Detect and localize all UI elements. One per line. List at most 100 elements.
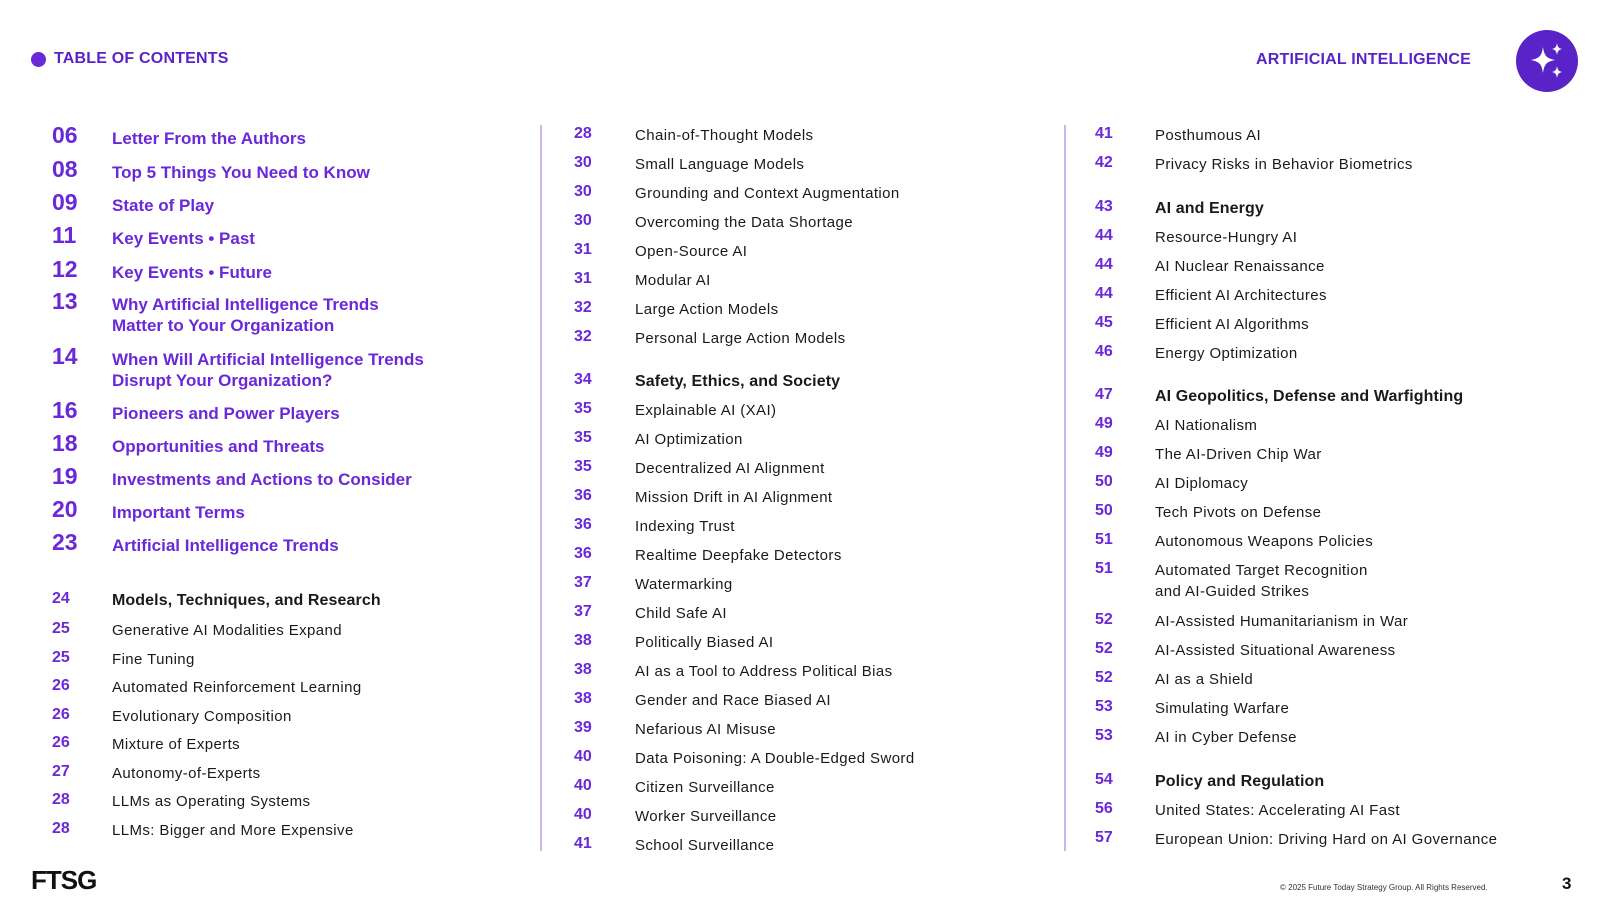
- toc-page-number: 40: [574, 777, 592, 794]
- sparkles-icon: [1516, 30, 1578, 92]
- toc-title-line: Decentralized AI Alignment: [635, 460, 825, 477]
- toc-entry-title: Investments and Actions to Consider: [112, 469, 412, 490]
- toc-title-line: Investments and Actions to Consider: [112, 470, 412, 489]
- toc-entry-title: European Union: Driving Hard on AI Gover…: [1155, 829, 1497, 850]
- toc-page-number: 36: [574, 487, 592, 504]
- toc-entry-title: Generative AI Modalities Expand: [112, 620, 342, 641]
- toc-page-number: 44: [1095, 227, 1113, 244]
- toc-page-number: 18: [52, 430, 78, 456]
- toc-title-line: Letter From the Authors: [112, 129, 306, 148]
- toc-title-line: The AI-Driven Chip War: [1155, 446, 1322, 463]
- toc-entry-title: Privacy Risks in Behavior Biometrics: [1155, 154, 1413, 175]
- toc-entry-title: Resource-Hungry AI: [1155, 227, 1297, 248]
- toc-entry-title: Policy and Regulation: [1155, 771, 1324, 792]
- toc-page-number: 13: [52, 288, 78, 314]
- toc-entry-title: Key Events • Future: [112, 262, 272, 283]
- toc-title-line: Modular AI: [635, 272, 711, 289]
- toc-page-number: 32: [574, 328, 592, 345]
- toc-entry-title: AI Nuclear Renaissance: [1155, 256, 1325, 277]
- toc-title-line: School Surveillance: [635, 837, 775, 854]
- toc-title-line: State of Play: [112, 196, 215, 215]
- toc-entry-title: Small Language Models: [635, 154, 804, 175]
- toc-page-number: 57: [1095, 829, 1113, 846]
- toc-title-line: Efficient AI Architectures: [1155, 287, 1327, 304]
- toc-title-line: European Union: Driving Hard on AI Gover…: [1155, 831, 1498, 848]
- toc-page-number: 27: [52, 763, 70, 780]
- toc-entry-title: Artificial Intelligence Trends: [112, 535, 339, 556]
- toc-title-line: Generative AI Modalities Expand: [112, 622, 343, 639]
- toc-page-number: 34: [574, 371, 592, 388]
- toc-title-line: Automated Reinforcement Learning: [112, 679, 362, 696]
- toc-title-line: and AI-Guided Strikes: [1155, 583, 1310, 600]
- toc-title-line: Matter to Your Organization: [112, 316, 335, 335]
- toc-entry-title: Child Safe AI: [635, 603, 727, 624]
- toc-page-number: 43: [1095, 198, 1113, 215]
- toc-entry-title: Citizen Surveillance: [635, 777, 775, 798]
- toc-title-line: Opportunities and Threats: [112, 437, 325, 456]
- toc-entry-title: AI as a Shield: [1155, 669, 1253, 690]
- toc-entry-title: Data Poisoning: A Double-Edged Sword: [635, 748, 915, 769]
- toc-title-line: Policy and Regulation: [1155, 773, 1325, 790]
- toc-title-line: Grounding and Context Augmentation: [635, 185, 900, 202]
- toc-title-line: Mission Drift in AI Alignment: [635, 489, 833, 506]
- toc-entry-title: AI-Assisted Humanitarianism in War: [1155, 611, 1408, 632]
- toc-entry-title: Worker Surveillance: [635, 806, 777, 827]
- toc-title-line: Chain-of-Thought Models: [635, 127, 814, 144]
- toc-title-line: Pioneers and Power Players: [112, 404, 340, 423]
- toc-page-number: 14: [52, 343, 78, 369]
- toc-title-line: Data Poisoning: A Double-Edged Sword: [635, 750, 915, 767]
- toc-page-number: 31: [574, 241, 592, 258]
- column-divider: [1064, 125, 1066, 851]
- toc-title-line: Disrupt Your Organization?: [112, 371, 333, 390]
- toc-title-line: AI Diplomacy: [1155, 475, 1249, 492]
- toc-page-number: 46: [1095, 343, 1113, 360]
- toc-title-line: Autonomous Weapons Policies: [1155, 533, 1374, 550]
- toc-entry-title: Mission Drift in AI Alignment: [635, 487, 833, 508]
- toc-entry-title: Autonomy-of-Experts: [112, 763, 261, 784]
- toc-entry-title: AI as a Tool to Address Political Bias: [635, 661, 893, 682]
- toc-title-line: Energy Optimization: [1155, 345, 1298, 362]
- toc-page-number: 11: [52, 222, 77, 248]
- toc-entry-title: Indexing Trust: [635, 516, 735, 537]
- toc-page-number: 31: [574, 270, 592, 287]
- copyright-text: © 2025 Future Today Strategy Group. All …: [1280, 883, 1488, 892]
- toc-title-line: Tech Pivots on Defense: [1155, 504, 1322, 521]
- toc-title-line: Top 5 Things You Need to Know: [112, 163, 370, 182]
- report-title: ARTIFICIAL INTELLIGENCE: [1256, 51, 1471, 68]
- toc-entry-title: Chain-of-Thought Models: [635, 125, 813, 146]
- toc-title-line: Resource-Hungry AI: [1155, 229, 1298, 246]
- toc-title-line: Important Terms: [112, 503, 245, 522]
- toc-page-number: 50: [1095, 473, 1113, 490]
- ftsg-logo: FTSG: [31, 865, 97, 895]
- toc-entry-title: United States: Accelerating AI Fast: [1155, 800, 1400, 821]
- toc-title-line: AI as a Tool to Address Political Bias: [635, 663, 893, 680]
- toc-page-number: 38: [574, 632, 592, 649]
- toc-page-number: 28: [52, 820, 70, 837]
- toc-entry-title: Grounding and Context Augmentation: [635, 183, 900, 204]
- toc-title-line: Realtime Deepfake Detectors: [635, 547, 842, 564]
- toc-title-line: AI-Assisted Situational Awareness: [1155, 642, 1396, 659]
- toc-entry-title: AI Geopolitics, Defense and Warfighting: [1155, 386, 1463, 407]
- toc-entry-title: Large Action Models: [635, 299, 779, 320]
- toc-page-number: 26: [52, 734, 70, 751]
- toc-entry-title: Safety, Ethics, and Society: [635, 371, 840, 392]
- toc-page-number: 52: [1095, 669, 1113, 686]
- toc-entry-title: AI and Energy: [1155, 198, 1264, 219]
- toc-title-line: Worker Surveillance: [635, 808, 777, 825]
- toc-title-line: Simulating Warfare: [1155, 700, 1290, 717]
- toc-page-number: 25: [52, 620, 70, 637]
- toc-entry-title: Autonomous Weapons Policies: [1155, 531, 1373, 552]
- toc-page-number: 47: [1095, 386, 1113, 403]
- toc-entry-title: Energy Optimization: [1155, 343, 1298, 364]
- toc-title-line: United States: Accelerating AI Fast: [1155, 802, 1400, 819]
- toc-page-number: 38: [574, 661, 592, 678]
- toc-title-line: AI and Energy: [1155, 200, 1264, 217]
- toc-page-number: 42: [1095, 154, 1113, 171]
- toc-title-line: LLMs: Bigger and More Expensive: [112, 822, 354, 839]
- toc-entry-title: State of Play: [112, 195, 214, 216]
- toc-title-line: Indexing Trust: [635, 518, 735, 535]
- toc-entry-title: Top 5 Things You Need to Know: [112, 162, 370, 183]
- toc-entry-title: Opportunities and Threats: [112, 436, 325, 457]
- toc-title-line: Privacy Risks in Behavior Biometrics: [1155, 156, 1413, 173]
